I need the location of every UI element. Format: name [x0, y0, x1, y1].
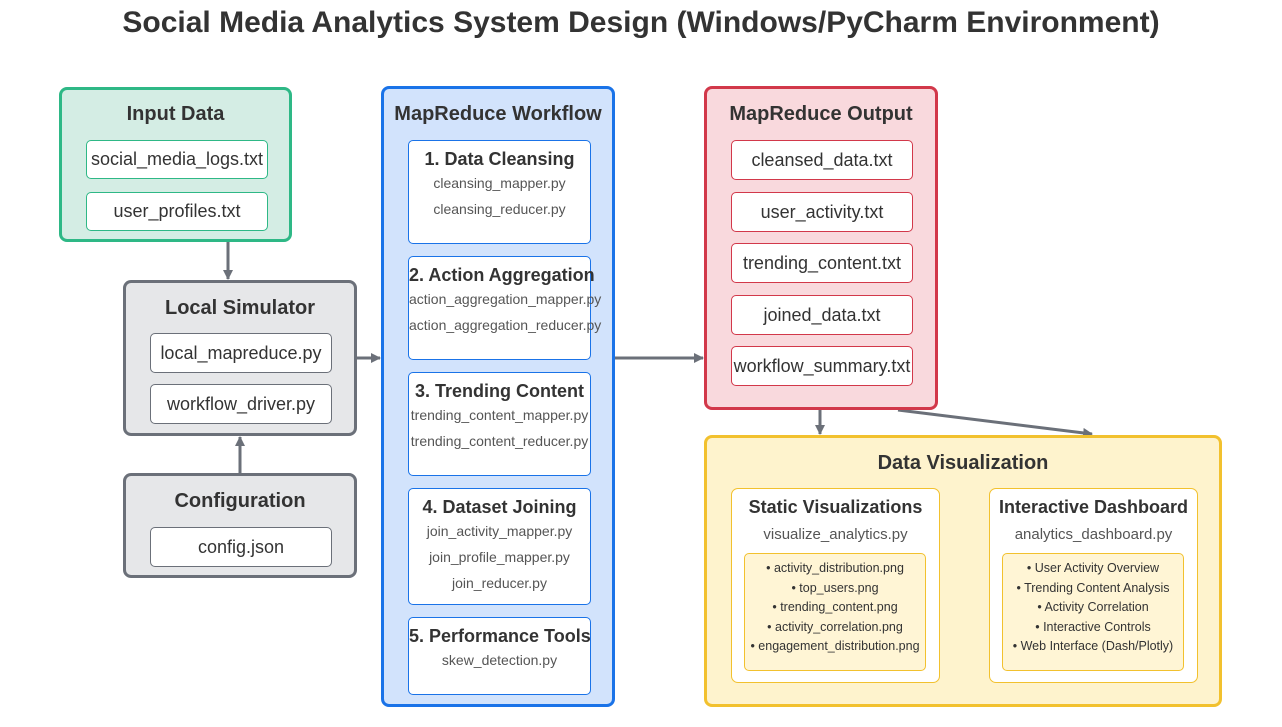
- data-visualization-title: Data Visualization: [877, 452, 1049, 474]
- input-data-title: Input Data: [126, 103, 225, 125]
- step-trending-content: 3. Trending Content trending_content_map…: [408, 372, 591, 476]
- arrow-output-to-viz-right: [897, 408, 1093, 438]
- static-visualizations-script: visualize_analytics.py: [763, 526, 908, 543]
- step-title: 5. Performance Tools: [409, 626, 591, 646]
- file-user-profiles: user_profiles.txt: [86, 192, 268, 231]
- list-item: • Activity Correlation: [1037, 600, 1149, 614]
- list-item: • activity_correlation.png: [767, 619, 903, 634]
- file-user-activity: user_activity.txt: [731, 192, 913, 232]
- list-item: • Trending Content Analysis: [1016, 580, 1170, 595]
- step-performance-tools: 5. Performance Tools skew_detection.py: [408, 617, 591, 695]
- list-item: • trending_content.png: [772, 600, 898, 614]
- step-title: 2. Action Aggregation: [409, 265, 595, 285]
- step-data-cleansing: 1. Data Cleansing cleansing_mapper.py cl…: [408, 140, 591, 244]
- step-file: trending_content_mapper.py: [410, 407, 589, 423]
- step-action-aggregation: 2. Action Aggregation action_aggregation…: [408, 256, 602, 360]
- static-visualizations-box: Static Visualizations visualize_analytic…: [731, 488, 940, 683]
- list-item: • Web Interface (Dash/Plotly): [1012, 639, 1174, 653]
- interactive-dashboard-script: analytics_dashboard.py: [1014, 526, 1173, 543]
- local-simulator-panel: Local Simulator local_mapreduce.py workf…: [123, 280, 357, 436]
- mapreduce-workflow-title: MapReduce Workflow: [394, 103, 602, 125]
- step-file: join_reducer.py: [452, 575, 547, 591]
- step-title: 3. Trending Content: [415, 381, 584, 401]
- step-title: 4. Dataset Joining: [422, 497, 577, 517]
- list-item: • User Activity Overview: [1026, 561, 1160, 575]
- step-file: action_aggregation_reducer.py: [409, 317, 602, 333]
- list-item: • engagement_distribution.png: [750, 639, 920, 653]
- step-title: 1. Data Cleansing: [424, 149, 575, 169]
- list-item: • Interactive Controls: [1035, 619, 1151, 634]
- step-file: join_activity_mapper.py: [426, 523, 573, 539]
- list-item: • top_users.png: [791, 580, 879, 595]
- file-cleansed-data: cleansed_data.txt: [731, 140, 913, 180]
- configuration-panel: Configuration config.json: [123, 473, 357, 578]
- step-file: skew_detection.py: [441, 652, 558, 668]
- local-simulator-title: Local Simulator: [164, 297, 316, 319]
- data-visualization-panel: Data Visualization Static Visualizations…: [704, 435, 1222, 707]
- file-config-json: config.json: [150, 527, 332, 567]
- mapreduce-workflow-panel: MapReduce Workflow 1. Data Cleansing cle…: [381, 86, 615, 707]
- configuration-title: Configuration: [174, 490, 306, 512]
- dashboard-feature-list: • User Activity Overview • Trending Cont…: [1002, 553, 1184, 671]
- list-item: • activity_distribution.png: [766, 561, 904, 575]
- file-workflow-driver: workflow_driver.py: [150, 384, 332, 424]
- diagram-title: Social Media Analytics System Design (Wi…: [122, 6, 1160, 39]
- file-workflow-summary: workflow_summary.txt: [731, 346, 913, 386]
- step-dataset-joining: 4. Dataset Joining join_activity_mapper.…: [408, 488, 591, 605]
- step-file: cleansing_mapper.py: [433, 175, 566, 191]
- mapreduce-output-title: MapReduce Output: [729, 103, 913, 125]
- step-file: cleansing_reducer.py: [433, 201, 566, 217]
- input-data-panel: Input Data social_media_logs.txt user_pr…: [59, 87, 292, 242]
- step-file: join_profile_mapper.py: [429, 549, 570, 565]
- file-social-media-logs: social_media_logs.txt: [86, 140, 268, 179]
- mapreduce-output-panel: MapReduce Output cleansed_data.txt user_…: [704, 86, 938, 410]
- static-output-list: • activity_distribution.png • top_users.…: [744, 553, 926, 671]
- file-local-mapreduce: local_mapreduce.py: [150, 333, 332, 373]
- file-trending-content: trending_content.txt: [731, 243, 913, 283]
- static-visualizations-title: Static Visualizations: [748, 497, 923, 517]
- interactive-dashboard-title: Interactive Dashboard: [998, 497, 1189, 517]
- interactive-dashboard-box: Interactive Dashboard analytics_dashboar…: [989, 488, 1198, 683]
- step-file: trending_content_reducer.py: [410, 433, 589, 449]
- step-file: action_aggregation_mapper.py: [409, 291, 602, 307]
- file-joined-data: joined_data.txt: [731, 295, 913, 335]
